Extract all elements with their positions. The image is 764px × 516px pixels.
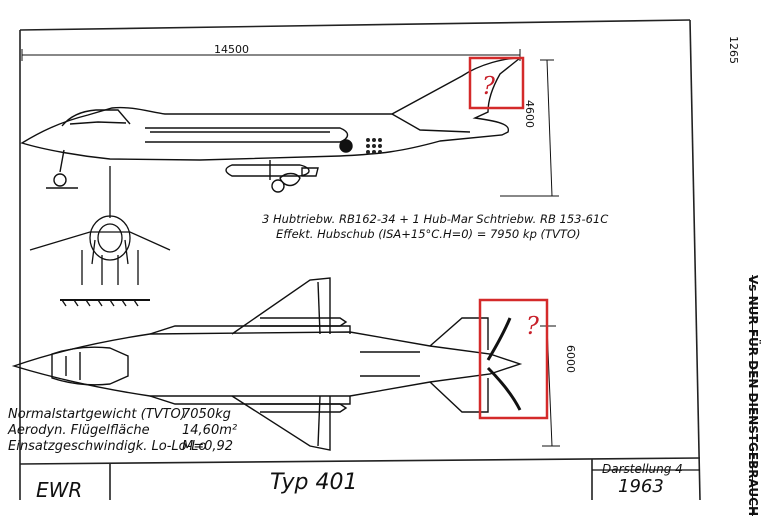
aircraft-drawing	[11, 19, 701, 500]
engine-line-2: Effekt. Hubschub (ISA+15°C.H=0) = 7950 k…	[276, 227, 581, 241]
company-name: EWR	[36, 478, 83, 502]
front-view	[29, 166, 171, 307]
side-view	[20, 57, 522, 193]
drawing-label: Darstellung 4	[602, 462, 683, 476]
spec-value-area: 14,60m²	[182, 423, 238, 438]
margin-stamp: Vs NUR FÜR DEN DIENSTGEBRAUCH	[746, 275, 760, 516]
dim-span: 6000	[564, 345, 577, 373]
spec-value-speed: M=0,92	[182, 439, 234, 454]
dim-length: 14500	[214, 43, 249, 56]
spec-value-weight: 7050kg	[182, 407, 231, 422]
sheet-number: 1265	[727, 36, 740, 64]
spec-label-area: Aerodyn. Flügelfläche	[8, 423, 150, 438]
spec-label-weight: Normalstartgewicht (TVTO)	[8, 407, 186, 422]
sheet-frame	[19, 19, 701, 500]
plan-view	[11, 277, 523, 451]
drawing-year: 1963	[618, 476, 664, 497]
highlight-boxes	[468, 56, 549, 420]
dim-height: 4600	[523, 100, 536, 128]
spec-label-speed: Einsatzgeschwindigk. Lo-Lo-Lo	[8, 439, 207, 454]
type-title: Typ 401	[270, 470, 358, 495]
question-mark-top: ?	[482, 72, 495, 100]
question-mark-bottom: ?	[526, 312, 539, 340]
engine-line-1: 3 Hubtriebw. RB162-34 + 1 Hub-Mar Schtri…	[262, 212, 609, 226]
